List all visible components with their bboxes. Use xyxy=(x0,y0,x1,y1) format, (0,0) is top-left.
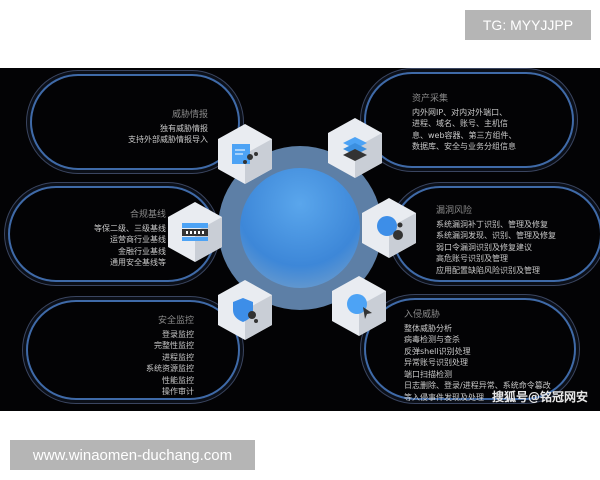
server-rack-icon xyxy=(168,202,222,262)
module-line: 应用配置缺陷风险识别及管理 xyxy=(436,265,540,275)
module-vulnerability: 漏洞风险 系统漏洞补丁识别、管理及修复 系统漏洞发现、识别、管理及修复 弱口令漏… xyxy=(392,186,600,282)
module-title: 威胁情报 xyxy=(171,110,208,120)
module-line: 支持外部威胁情报导入 xyxy=(128,135,208,144)
module-intrusion: 入侵威胁 整体威胁分析 病毒检测与查杀 反弹shell识别处理 异常账号识别处理… xyxy=(364,298,576,402)
module-line: 整体威胁分析 xyxy=(404,323,452,333)
module-line: 独有威胁情报 xyxy=(160,123,208,133)
module-line: 操作审计 xyxy=(162,387,194,396)
threat-intel-document-icon xyxy=(218,124,272,184)
module-line: 性能监控 xyxy=(162,375,194,385)
diagram-panel: 威胁情报 独有威胁情报 支持外部威胁情报导入 合规基线 等保二级、三级基线 运营… xyxy=(0,68,600,411)
module-title: 安全监控 xyxy=(157,316,194,326)
module-line: 系统资源监控 xyxy=(146,364,194,373)
module-line: 高危账号识别及管理 xyxy=(436,254,508,263)
module-line: 系统漏洞补丁识别、管理及修复 xyxy=(436,219,548,229)
source-watermark: 搜狐号@铭冠网安 xyxy=(491,390,588,404)
module-asset-collection: 资产采集 内外网IP、对内对外端口、 进程、域名、账号、主机信 息、web容器、… xyxy=(364,72,574,168)
module-line: 金融行业基线 xyxy=(118,246,166,256)
center-circle-inner xyxy=(240,168,360,288)
module-line: 系统漏洞发现、识别、管理及修复 xyxy=(436,231,556,240)
module-title: 入侵威胁 xyxy=(404,310,441,320)
module-security-monitor: 安全监控 登录监控 完整性监控 进程监控 系统资源监控 性能监控 操作审计 xyxy=(26,300,240,400)
module-title: 合规基线 xyxy=(129,210,166,220)
module-line: 登录监控 xyxy=(162,329,194,339)
module-line: 端口扫描检测 xyxy=(404,369,452,379)
module-line: 数据库、安全与业务分组信息 xyxy=(412,142,516,151)
module-title: 资产采集 xyxy=(412,94,449,104)
module-title: 漏洞风险 xyxy=(436,206,473,216)
intrusion-cursor-icon xyxy=(332,276,386,336)
module-line: 通用安全基线等 xyxy=(110,258,166,267)
module-line: 等入侵事件发现及处理 xyxy=(404,392,484,402)
module-line: 日志删除、登录/进程异常、系统命令篡改 xyxy=(404,381,551,390)
watermark-bottom: www.winaomen-duchang.com xyxy=(10,440,255,470)
watermark-top: TG: MYYJJPP xyxy=(465,10,591,40)
module-threat-intel: 威胁情报 独有威胁情报 支持外部威胁情报导入 xyxy=(30,74,240,170)
module-line: 反弹shell识别处理 xyxy=(404,346,471,356)
module-line: 息、web容器、第三方组件、 xyxy=(412,130,517,140)
shield-icon xyxy=(218,280,272,340)
layers-icon xyxy=(328,118,382,178)
module-line: 弱口令漏洞识别及修复建议 xyxy=(436,242,532,252)
module-line: 运营商行业基线 xyxy=(110,235,166,244)
module-line: 进程监控 xyxy=(162,352,194,362)
module-line: 完整性监控 xyxy=(154,341,194,350)
module-line: 异常账号识别处理 xyxy=(404,358,468,367)
vulnerability-bubble-icon xyxy=(362,198,416,258)
module-line: 病毒检测与查杀 xyxy=(404,335,460,344)
module-line: 内外网IP、对内对外端口、 xyxy=(412,107,508,117)
module-line: 等保二级、三级基线 xyxy=(94,223,166,233)
module-line: 进程、域名、账号、主机信 xyxy=(412,119,508,128)
